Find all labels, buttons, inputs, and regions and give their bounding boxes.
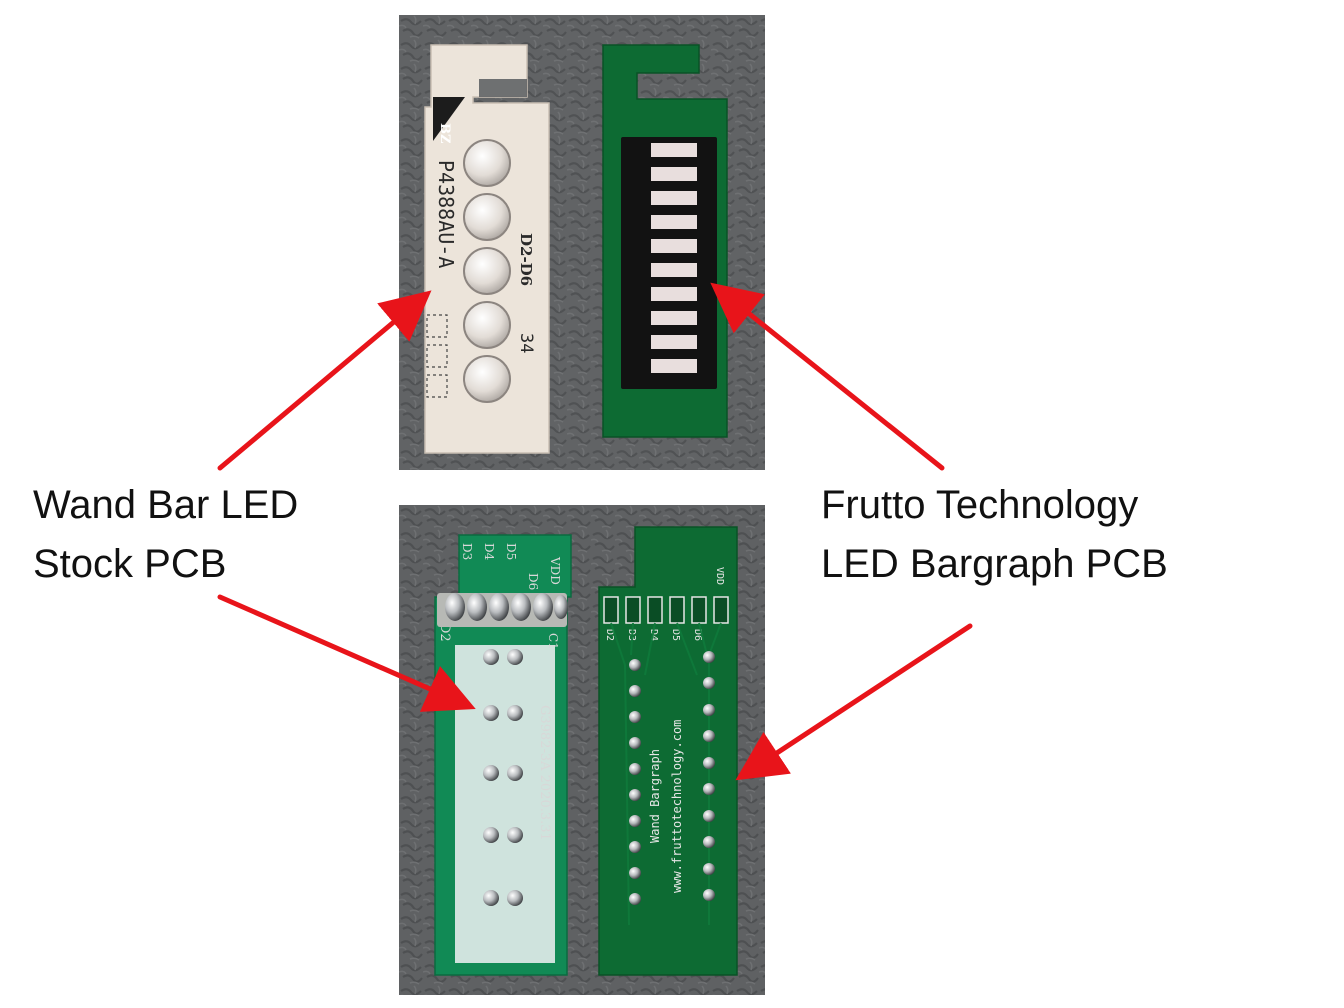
frutto-pcb-front	[602, 44, 728, 438]
bargraph-segments	[651, 143, 697, 373]
stock-side-label-c1: C1	[546, 633, 560, 650]
label-left-line-2: Stock PCB	[33, 542, 227, 586]
stock-led-joints	[483, 649, 523, 906]
stock-number: 34	[516, 333, 536, 353]
stock-pcb-back: D3 D4 D5 D6 VDD D2 C1 G3982-3A 2020.3.31	[434, 534, 572, 976]
stock-header-pins	[437, 593, 568, 627]
label-frutto-bargraph-pcb: Frutto Technology LED Bargraph PCB	[821, 476, 1168, 594]
frutto-board-title: Wand Bargraph	[648, 749, 662, 843]
frutto-pad-label-vdd: VDD	[714, 567, 725, 585]
stock-pad-label-d3: D3	[460, 543, 474, 560]
stock-designator: D2-D6	[517, 233, 535, 286]
bz-logo: BZ	[433, 97, 465, 144]
label-left-line-1: Wand Bar LED	[33, 483, 299, 527]
photo-back-side: D3 D4 D5 D6 VDD D2 C1 G3982-3A 2020.3.31	[399, 505, 765, 995]
arrow-right-bottom	[735, 623, 973, 781]
label-wand-bar-stock-pcb: Wand Bar LED Stock PCB	[33, 476, 298, 594]
stock-pad-label-d4: D4	[482, 543, 496, 561]
label-right-line-2: LED Bargraph PCB	[821, 542, 1168, 586]
arrow-left-top	[217, 290, 432, 471]
frutto-pad-label-d5: D5	[670, 629, 681, 641]
frutto-pcb-back: D2 D3 D4 D5 D6 VDD Wand Bargraph www.fru…	[598, 526, 738, 976]
stock-leds	[463, 139, 511, 403]
stock-pad-label-d6: D6	[526, 573, 540, 590]
frutto-board-url: www.fruttotechnology.com	[670, 720, 684, 893]
stock-pad-label-vdd: VDD	[548, 556, 562, 585]
stock-part-number: P4388AU-A	[434, 160, 458, 268]
frutto-pad-label-d6: D6	[692, 629, 703, 641]
stock-board-code: G3982-3A 2020.3.31	[537, 705, 552, 841]
photo-front-side: BZ P4388AU-A D2-D6 34	[399, 15, 765, 470]
stock-pad-label-d5: D5	[504, 543, 518, 560]
stock-pcb-front: BZ P4388AU-A D2-D6 34	[424, 44, 550, 454]
frutto-pad-label-d2: D2	[604, 629, 615, 641]
frutto-bargraph-pins	[629, 651, 715, 905]
label-right-line-1: Frutto Technology	[821, 483, 1139, 527]
bz-logo-text: BZ	[437, 123, 452, 144]
